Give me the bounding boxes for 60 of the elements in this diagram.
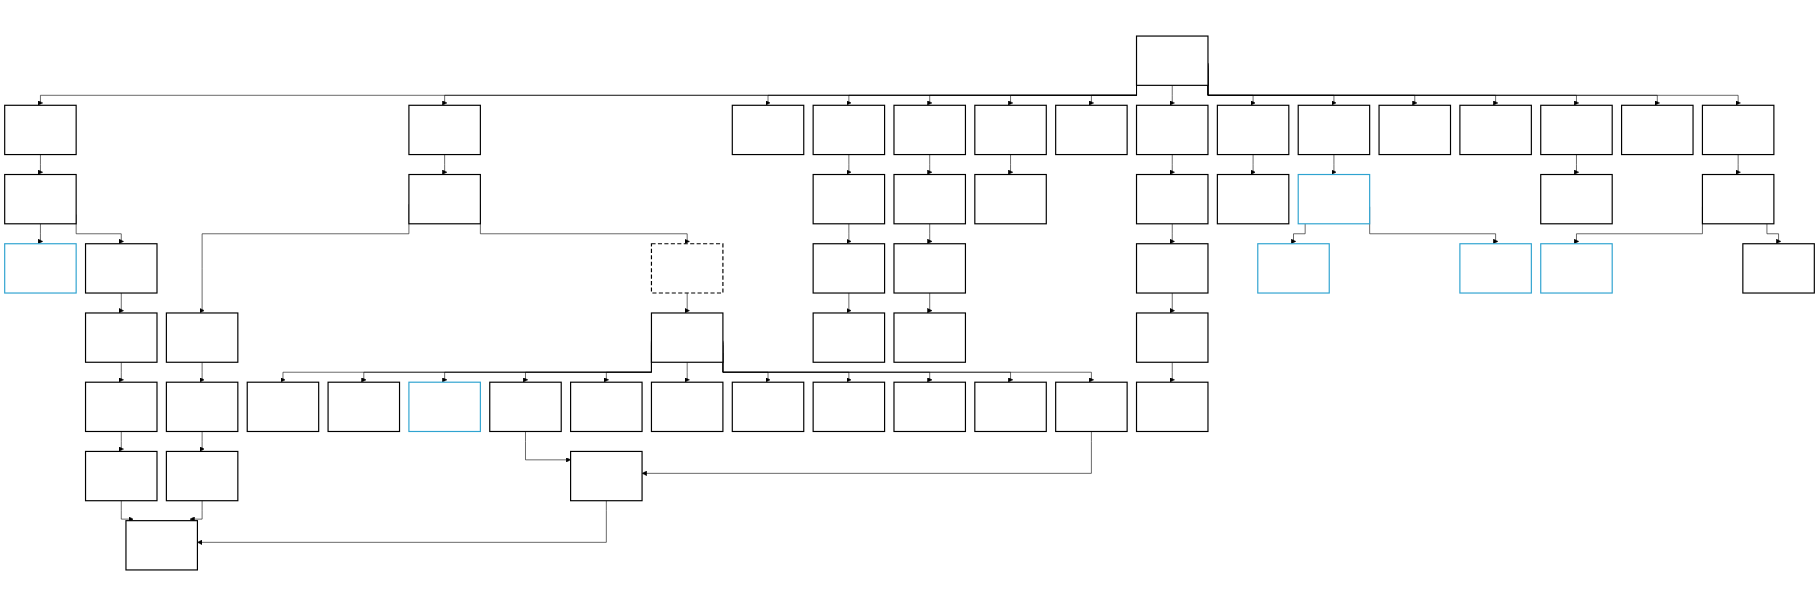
node-box — [1459, 243, 1532, 294]
node-box — [408, 173, 481, 225]
node-box — [893, 173, 967, 225]
node-box — [1742, 243, 1815, 294]
node-box — [1135, 312, 1209, 363]
node-box — [165, 312, 239, 363]
node-box — [812, 243, 886, 294]
node-box — [974, 104, 1047, 156]
node-box — [974, 381, 1047, 433]
node-box — [893, 243, 967, 294]
node-box — [165, 381, 239, 433]
node-box — [1135, 104, 1209, 156]
node-box — [84, 381, 158, 433]
node-box — [4, 173, 77, 225]
node-box — [1055, 381, 1128, 433]
node-box — [974, 173, 1047, 225]
node-box — [84, 312, 158, 363]
node-box — [1216, 104, 1290, 156]
node-box — [650, 243, 724, 294]
node-box — [246, 381, 320, 433]
node-box — [1055, 104, 1128, 156]
node-box — [1701, 173, 1775, 225]
node-box — [165, 450, 239, 502]
node-box — [1540, 243, 1613, 294]
node-box — [1378, 104, 1452, 156]
node-box — [650, 312, 724, 363]
node-box — [731, 381, 805, 433]
node-box — [4, 243, 77, 294]
node-box — [1540, 104, 1613, 156]
node-box — [1257, 243, 1330, 294]
node-box — [570, 450, 643, 502]
node-box — [125, 520, 198, 571]
node-box — [84, 243, 158, 294]
node-box — [1701, 104, 1775, 156]
node-box — [893, 104, 967, 156]
node-box — [1135, 243, 1209, 294]
node-box — [812, 173, 886, 225]
node-box — [812, 312, 886, 363]
node-box — [1297, 173, 1371, 225]
node-box — [731, 104, 805, 156]
node-box — [1459, 104, 1532, 156]
node-box — [570, 381, 643, 433]
node-box — [650, 381, 724, 433]
node-box — [893, 312, 967, 363]
node-box — [489, 381, 562, 433]
node-box — [408, 104, 481, 156]
node-box — [1621, 104, 1694, 156]
node-box — [327, 381, 401, 433]
node-box — [84, 450, 158, 502]
node-box — [1135, 35, 1209, 86]
node-box — [1135, 381, 1209, 433]
node-box — [812, 381, 886, 433]
node-box — [893, 381, 967, 433]
node-box — [408, 381, 481, 433]
node-box — [1135, 173, 1209, 225]
node-box — [1216, 173, 1290, 225]
node-box — [812, 104, 886, 156]
node-box — [4, 104, 77, 156]
node-box — [1297, 104, 1371, 156]
node-box — [1540, 173, 1613, 225]
